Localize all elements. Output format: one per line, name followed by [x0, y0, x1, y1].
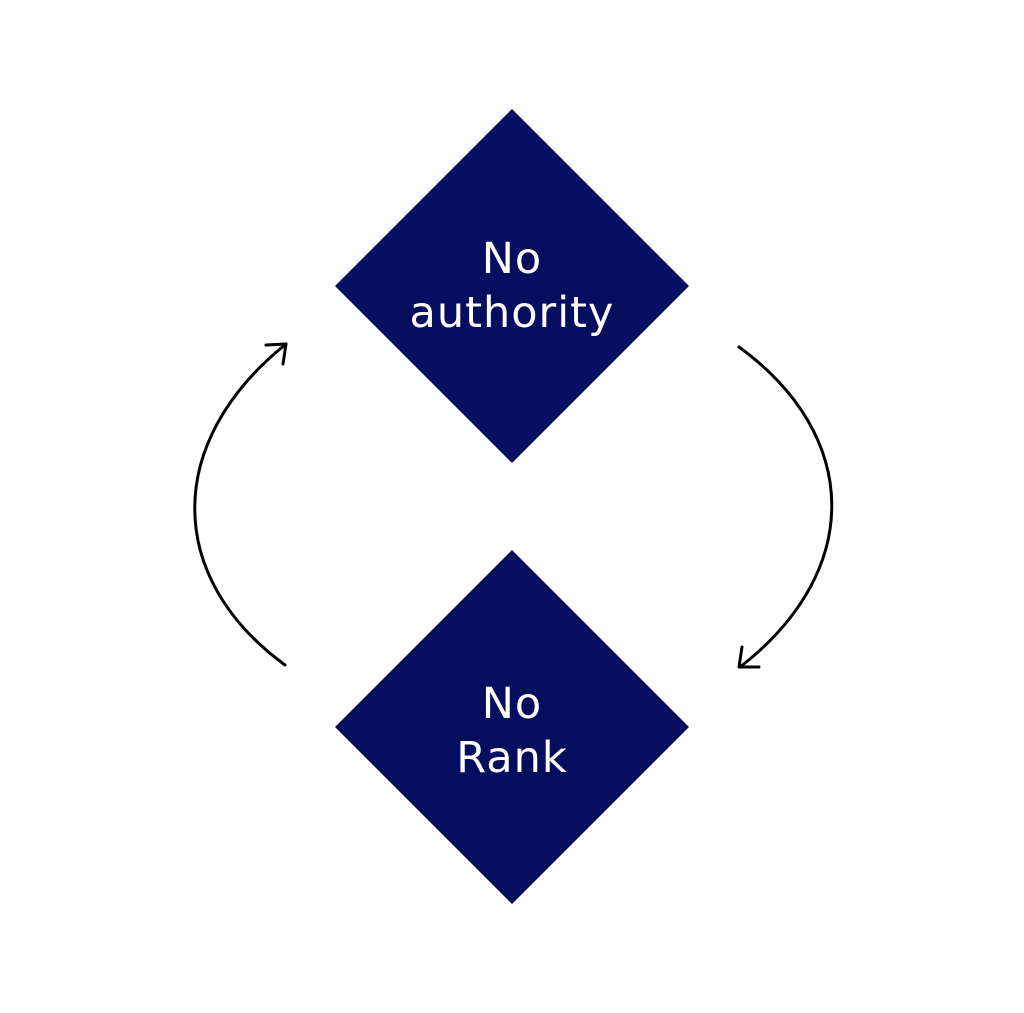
curved-arrow-icon-left [193, 342, 288, 667]
node-label-line: No [481, 234, 543, 284]
arrow-path-left [193, 342, 288, 667]
arrowhead-right [737, 645, 761, 669]
diamond-shape-bottom [335, 550, 689, 904]
diamond-label-top: No authority [335, 109, 689, 463]
diamond-polygon-bottom [335, 550, 689, 904]
node-label-line: No [481, 679, 543, 729]
diamond-node-no-rank: No Rank [335, 550, 689, 904]
curved-arrow-icon-right [737, 345, 834, 669]
diamond-shape-top [335, 109, 689, 463]
node-label-line: Rank [456, 733, 568, 783]
diamond-label-bottom: No Rank [335, 550, 689, 904]
diamond-polygon-top [335, 109, 689, 463]
arrow-path-right [737, 345, 834, 669]
diamond-node-no-authority: No authority [335, 109, 689, 463]
node-label-line: authority [409, 288, 615, 338]
arrowhead-left [264, 342, 288, 366]
